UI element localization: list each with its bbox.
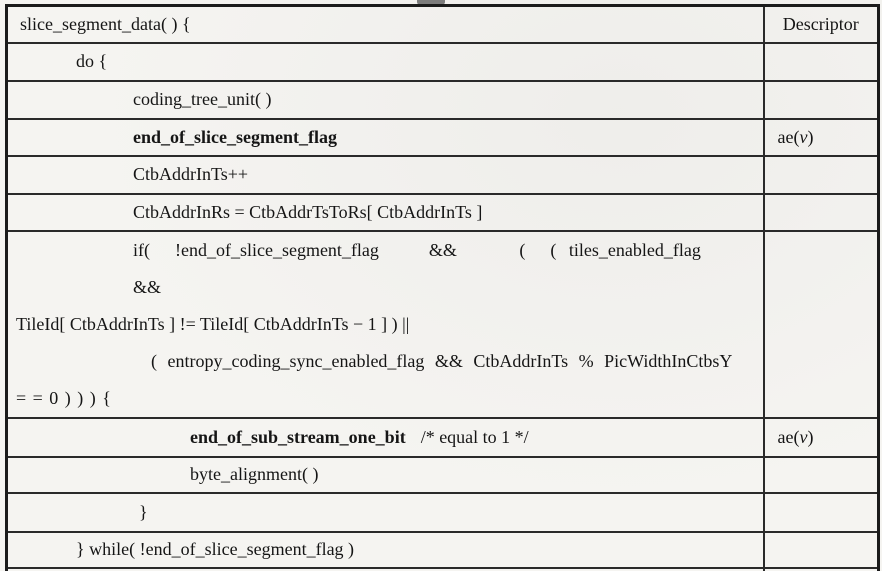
syntax-byte-alignment: byte_alignment( )	[190, 464, 319, 485]
table-row: CtbAddrInRs = CtbAddrTsToRs[ CtbAddrInTs…	[5, 192, 880, 232]
syntax-if-line-2: TileId[ CtbAddrInTs ] != TileId[ CtbAddr…	[16, 313, 410, 334]
table-row: }	[5, 491, 880, 533]
descriptor-cell	[762, 229, 880, 419]
ae-variable: v	[799, 426, 808, 447]
descriptor-cell-ae-v: ae(v)	[762, 416, 880, 458]
syntax-if-line-3: ( entropy_coding_sync_enabled_flag && Ct…	[151, 350, 733, 371]
table-row-header: slice_segment_data( ) { Descriptor	[5, 4, 880, 44]
descriptor-cell	[762, 154, 880, 195]
table-row: end_of_slice_segment_flag ae(v)	[5, 117, 880, 157]
ae-prefix: ae(	[777, 126, 800, 147]
scan-artifact	[417, 0, 445, 5]
ae-suffix: )	[807, 426, 814, 447]
descriptor-column-header: Descriptor	[762, 4, 880, 44]
syntax-ctbaddrints-increment: CtbAddrInTs++	[133, 164, 249, 185]
syntax-if-line-4: = = 0 ) ) ) {	[16, 387, 111, 408]
syntax-ctbaddrinrs-assignment: CtbAddrInRs = CtbAddrTsToRs[ CtbAddrInTs…	[133, 201, 483, 222]
table-row: CtbAddrInTs++	[5, 154, 880, 195]
syntax-end-of-slice-segment-flag: end_of_slice_segment_flag	[133, 126, 337, 147]
syntax-end-of-sub-stream-one-bit: end_of_sub_stream_one_bit /* equal to 1 *…	[9, 426, 762, 448]
descriptor-cell	[762, 79, 880, 120]
syntax-keyword: end_of_sub_stream_one_bit	[190, 426, 406, 447]
table-row: }	[5, 566, 880, 571]
syntax-coding-tree-unit: coding_tree_unit( )	[133, 89, 272, 110]
syntax-close-brace-if: }	[139, 501, 148, 522]
syntax-if-line-1: if( !end_of_slice_segment_flag && ( ( ti…	[133, 239, 751, 297]
syntax-function-name: slice_segment_data( ) {	[20, 13, 191, 34]
descriptor-cell	[762, 41, 880, 82]
slice-segment-data-syntax-table: slice_segment_data( ) { Descriptor do { …	[5, 4, 880, 571]
descriptor-cell-ae-v: ae(v)	[762, 117, 880, 157]
syntax-comment: /* equal to 1 */	[420, 426, 529, 447]
descriptor-cell	[762, 530, 880, 569]
ae-prefix: ae(	[777, 426, 800, 447]
descriptor-cell	[762, 192, 880, 232]
table-row: end_of_sub_stream_one_bit /* equal to 1 *…	[5, 416, 880, 458]
table-row-if-condition: if( !end_of_slice_segment_flag && ( ( ti…	[5, 229, 880, 419]
table-row: byte_alignment( )	[5, 455, 880, 494]
table-row: do {	[5, 41, 880, 82]
ae-suffix: )	[807, 126, 814, 147]
ae-variable: v	[799, 126, 808, 147]
syntax-do-open: do {	[76, 51, 108, 72]
syntax-do-while-close: } while( !end_of_slice_segment_flag )	[76, 539, 355, 560]
descriptor-cell	[762, 455, 880, 494]
descriptor-cell	[762, 566, 880, 571]
table-row: coding_tree_unit( )	[5, 79, 880, 120]
table-row: } while( !end_of_slice_segment_flag )	[5, 530, 880, 569]
descriptor-cell	[762, 491, 880, 533]
